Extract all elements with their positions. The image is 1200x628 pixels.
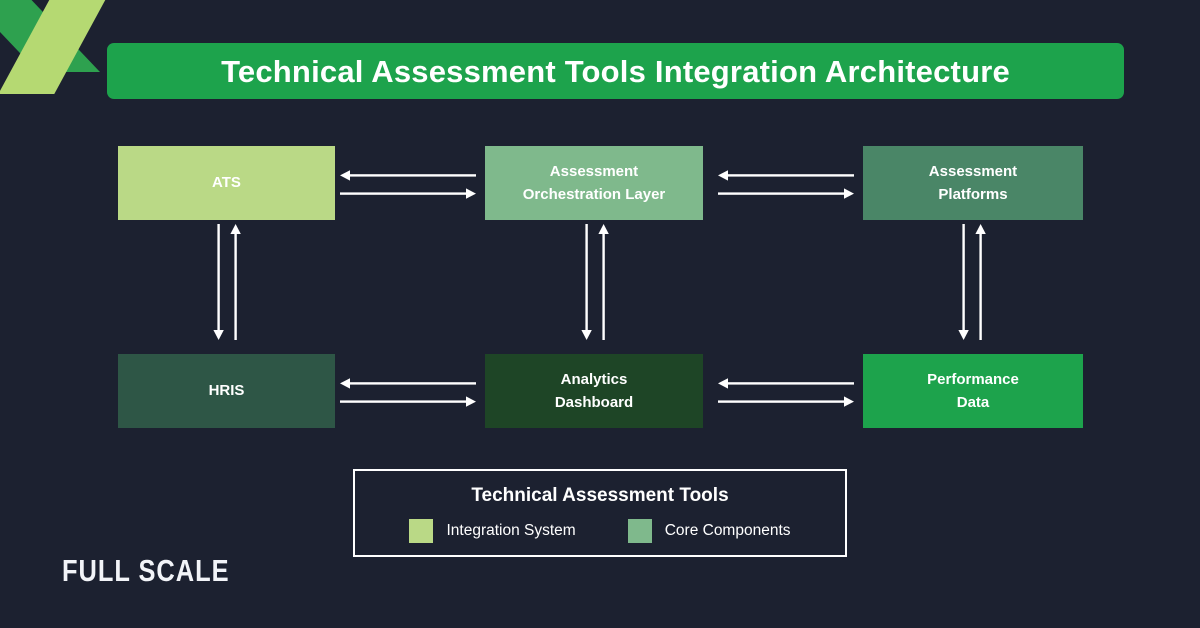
diagram-node-performance[interactable]: Performance Data bbox=[863, 354, 1083, 428]
arrow-up-icon bbox=[598, 224, 609, 340]
diagram-node-label: HRIS bbox=[208, 382, 245, 400]
arrow-left-icon bbox=[340, 378, 476, 389]
diagram-node-analytics[interactable]: Analytics Dashboard bbox=[485, 354, 703, 428]
arrow-up-icon bbox=[975, 224, 986, 340]
arrow-right-icon bbox=[718, 396, 854, 407]
brand-logo: FULL SCALE bbox=[62, 553, 230, 588]
arrow-left-icon bbox=[718, 170, 854, 181]
diagram-node-hris[interactable]: HRIS bbox=[118, 354, 335, 428]
arrow-right-icon bbox=[340, 188, 476, 199]
legend-swatch-icon bbox=[627, 518, 652, 543]
arrow-down-icon bbox=[213, 224, 224, 340]
arrow-right-icon bbox=[340, 396, 476, 407]
corner-stripe-dark-shape bbox=[0, 0, 100, 72]
diagram-node-orchestration[interactable]: Assessment Orchestration Layer bbox=[485, 146, 703, 220]
arrow-pair-ats-orchestration bbox=[340, 162, 476, 206]
diagram-node-ats[interactable]: ATS bbox=[118, 146, 335, 220]
arrow-left-icon bbox=[718, 378, 854, 389]
page-title-bar: Technical Assessment Tools Integration A… bbox=[107, 43, 1124, 99]
arrow-right-icon bbox=[718, 188, 854, 199]
legend-item-label: Core Components bbox=[664, 521, 791, 539]
arrow-down-icon bbox=[581, 224, 592, 340]
diagram-node-label: Performance Data bbox=[927, 370, 1019, 411]
diagram-node-label: Assessment Platforms bbox=[928, 162, 1018, 203]
legend-item-label: Integration System bbox=[446, 521, 576, 539]
legend-swatch-icon bbox=[409, 518, 434, 543]
diagram-node-label: ATS bbox=[212, 174, 241, 192]
diagram-node-label: Assessment Orchestration Layer bbox=[522, 162, 666, 203]
arrow-pair-analytics-performance bbox=[718, 370, 854, 414]
arrow-down-icon bbox=[958, 224, 969, 340]
legend-title: Technical Assessment Tools bbox=[471, 484, 729, 506]
arrow-pair-orchestration-analytics bbox=[573, 224, 613, 340]
legend-item-integration-system: Integration System bbox=[409, 518, 576, 543]
arrow-up-icon bbox=[230, 224, 241, 340]
diagram-node-label: Analytics Dashboard bbox=[554, 370, 634, 411]
legend-items: Integration System Core Components bbox=[409, 518, 791, 543]
arrow-pair-hris-analytics bbox=[340, 370, 476, 414]
page-title: Technical Assessment Tools Integration A… bbox=[221, 53, 1010, 89]
legend: Technical Assessment Tools Integration S… bbox=[353, 469, 847, 557]
diagram-node-platforms[interactable]: Assessment Platforms bbox=[863, 146, 1083, 220]
legend-item-core-components: Core Components bbox=[627, 518, 791, 543]
arrow-pair-orchestration-platforms bbox=[718, 162, 854, 206]
arrow-pair-ats-hris bbox=[205, 224, 245, 340]
arrow-left-icon bbox=[340, 170, 476, 181]
arrow-pair-platforms-performance bbox=[950, 224, 990, 340]
